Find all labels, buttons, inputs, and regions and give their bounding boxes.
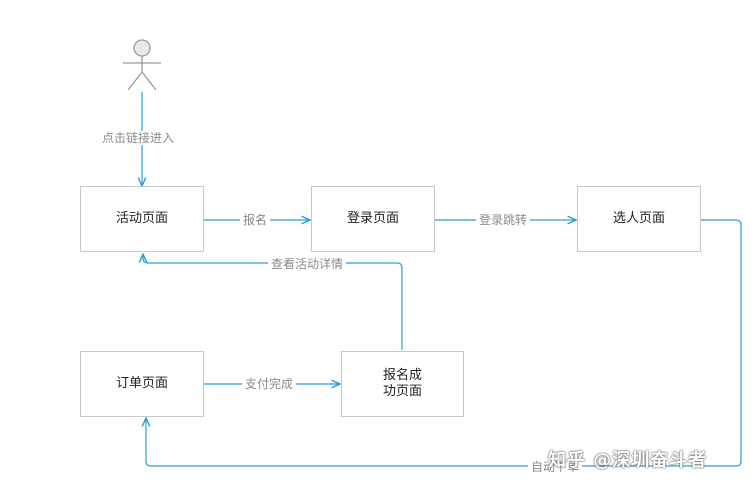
watermark: 知乎 @深圳奋斗者 xyxy=(548,450,708,471)
node-select-person-page: 选人页面 xyxy=(577,186,701,252)
label-auto-order: 自动下单 xyxy=(528,460,583,474)
label-login-redirect: 登录跳转 xyxy=(476,213,531,227)
node-login-page: 登录页面 xyxy=(311,186,435,252)
label-click-link: 点击链接进入 xyxy=(99,131,178,145)
node-signup-success-page: 报名成 功页面 xyxy=(341,351,464,417)
user-actor-icon xyxy=(123,39,161,91)
edge-auto-order xyxy=(146,219,742,467)
label-view-detail: 查看活动详情 xyxy=(268,257,347,271)
label-payment-done: 支付完成 xyxy=(242,377,297,391)
node-order-page: 订单页面 xyxy=(80,351,204,417)
node-activity-page: 活动页面 xyxy=(80,186,204,252)
label-signup: 报名 xyxy=(240,213,271,227)
